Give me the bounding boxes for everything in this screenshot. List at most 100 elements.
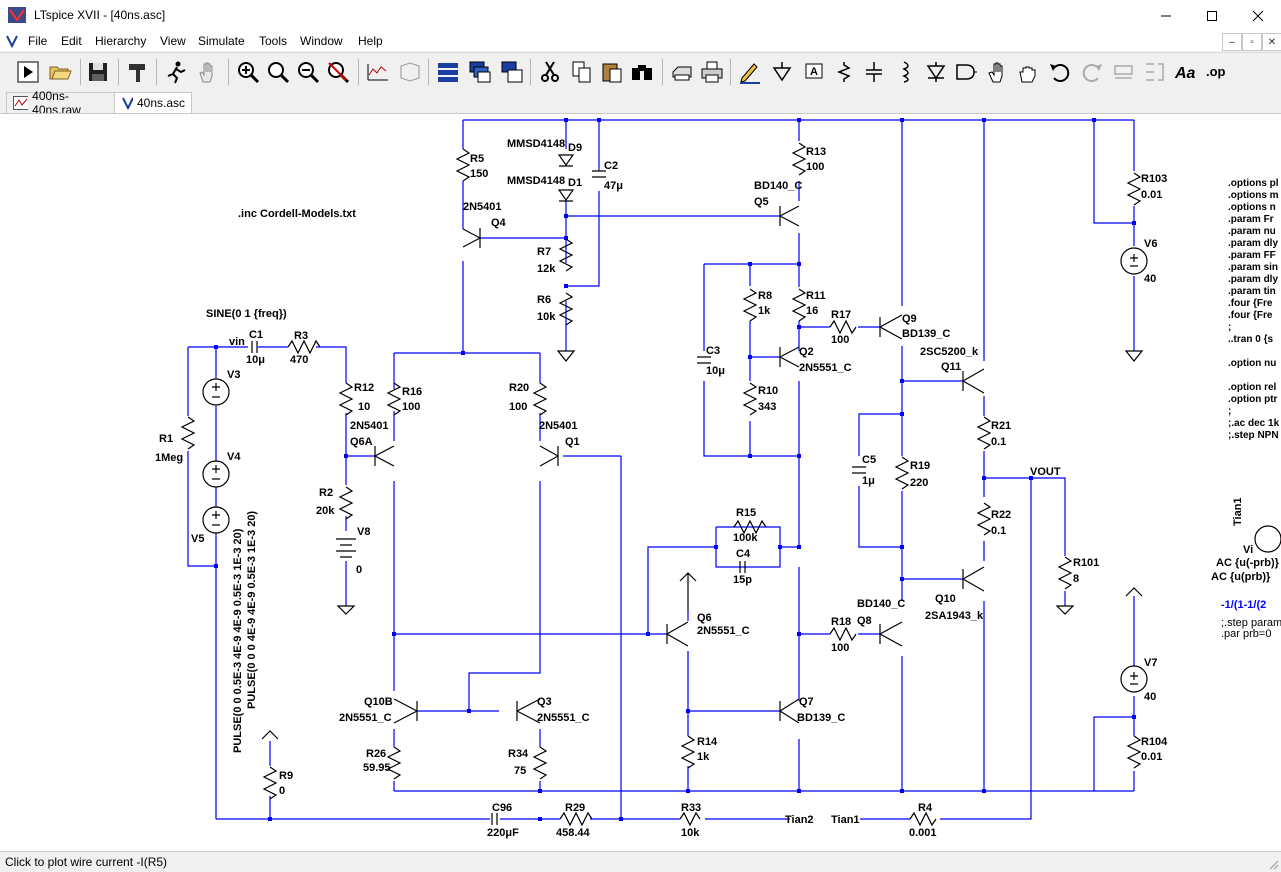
paste-button[interactable]	[598, 58, 626, 86]
pan-button[interactable]	[194, 58, 222, 86]
tab-waveform[interactable]: 400ns-40ns.raw	[6, 89, 120, 117]
label-Q8: Q8	[857, 615, 872, 627]
label-C96v: 220μF	[487, 827, 519, 839]
resize-grip-icon[interactable]	[1267, 858, 1279, 870]
resistor-R17	[829, 319, 857, 335]
open-button[interactable]	[46, 58, 74, 86]
control-panel-button[interactable]	[124, 58, 152, 86]
close-button[interactable]	[1235, 0, 1281, 31]
tile-icon	[400, 62, 420, 82]
ground-button[interactable]	[768, 58, 796, 86]
doc-restore-button[interactable]: ▫	[1242, 33, 1262, 51]
resistor-button[interactable]	[830, 58, 858, 86]
doc-minimize-button[interactable]: –	[1222, 33, 1242, 51]
label-R1: R1	[159, 433, 173, 445]
component-button[interactable]	[952, 58, 980, 86]
run-button[interactable]	[14, 58, 42, 86]
source-V6	[1120, 247, 1148, 275]
save-icon	[89, 63, 107, 81]
print-button[interactable]	[698, 58, 726, 86]
tile-horizontal-button[interactable]	[434, 58, 462, 86]
directive-15: .option nu	[1228, 358, 1276, 369]
copy-icon	[572, 61, 591, 83]
label-Q4: Q4	[491, 217, 507, 229]
tile-vertical-button[interactable]	[498, 58, 526, 86]
capacitor-C4	[739, 561, 746, 573]
menu-edit[interactable]: Edit	[61, 34, 82, 48]
label-C1: C1	[249, 329, 263, 341]
label-C4: C4	[736, 548, 751, 560]
close-icon	[1252, 10, 1264, 21]
ltspice-app-icon	[8, 7, 26, 23]
capacitor-C5	[852, 466, 866, 474]
print-preview-button[interactable]	[668, 58, 696, 86]
schematic-drawing[interactable]: R5 150 2N5401 Q4 MMSD4148 D9 MMSD4148 D1…	[0, 114, 1281, 852]
menu-window[interactable]: Window	[300, 34, 343, 48]
directive-18: .option ptr	[1228, 394, 1278, 405]
label-Q6: Q6	[697, 612, 712, 624]
components[interactable]	[180, 142, 1281, 827]
spice-directive-button[interactable]: .op	[1202, 58, 1230, 86]
zoom-fit-button[interactable]	[264, 58, 292, 86]
drag-button[interactable]	[1014, 58, 1042, 86]
save-button[interactable]	[84, 58, 112, 86]
undo-button[interactable]	[1046, 58, 1074, 86]
maximize-button[interactable]	[1189, 0, 1235, 31]
zoom-cancel-button[interactable]	[324, 58, 352, 86]
label-V4: V4	[227, 451, 241, 463]
find-button[interactable]	[628, 58, 656, 86]
tile-vertical-icon	[501, 61, 523, 83]
label-R7v: 12k	[537, 263, 556, 275]
label-Q3: Q3	[537, 696, 552, 708]
text-button[interactable]: Aa	[1172, 58, 1200, 86]
label-R1v: 1Meg	[155, 452, 183, 464]
wires[interactable]	[187, 119, 1135, 820]
menu-hierarchy[interactable]: Hierarchy	[95, 34, 147, 48]
label-net-button[interactable]: A	[800, 58, 828, 86]
menu-tools[interactable]: Tools	[259, 34, 288, 48]
spice-directives[interactable]: .options pl .options m .options n .param…	[1228, 178, 1280, 441]
move-button[interactable]	[984, 58, 1012, 86]
schematic-canvas[interactable]: R5 150 2N5401 Q4 MMSD4148 D9 MMSD4148 D1…	[0, 113, 1281, 852]
schematic-doc-icon[interactable]	[5, 34, 19, 48]
menu-view[interactable]: View	[160, 34, 186, 48]
mirror-button[interactable]	[1140, 58, 1168, 86]
menu-simulate[interactable]: Simulate	[198, 34, 245, 48]
label-Q6m: 2N5551_C	[697, 625, 750, 637]
document-tabs: 400ns-40ns.raw 40ns.asc	[0, 89, 1281, 117]
label-Q8m: BD140_C	[857, 598, 905, 610]
zoom-out-button[interactable]	[294, 58, 322, 86]
label-include: .inc Cordell-Models.txt	[238, 208, 356, 220]
label-vin: vin	[229, 336, 245, 348]
inductor-button[interactable]	[890, 58, 918, 86]
doc-close-button[interactable]: ✕	[1262, 33, 1281, 51]
zoom-in-button[interactable]	[234, 58, 262, 86]
draw-wire-button[interactable]	[736, 58, 764, 86]
waveform-button[interactable]	[364, 58, 392, 86]
capacitor-button[interactable]	[860, 58, 888, 86]
copy-button[interactable]	[568, 58, 596, 86]
diode-button[interactable]	[922, 58, 950, 86]
menu-help[interactable]: Help	[358, 34, 383, 48]
halt-button[interactable]	[162, 58, 190, 86]
tile-button[interactable]	[396, 58, 424, 86]
label-R12: R12	[354, 382, 374, 394]
label-R19: R19	[910, 460, 930, 472]
running-man-icon	[167, 61, 186, 84]
cut-button[interactable]	[536, 58, 564, 86]
rotate-button[interactable]	[1110, 58, 1138, 86]
redo-button[interactable]	[1078, 58, 1106, 86]
minimize-button[interactable]	[1143, 0, 1189, 31]
resistor-R18	[829, 626, 857, 642]
source-Vi	[1254, 525, 1281, 553]
ground-2	[1124, 350, 1144, 362]
label-R21: R21	[991, 420, 1011, 432]
menu-file[interactable]: File	[28, 34, 48, 48]
tab-schematic[interactable]: 40ns.asc	[114, 92, 192, 113]
label-R103v: 0.01	[1141, 189, 1162, 201]
resistor-R103	[1126, 172, 1142, 206]
waveform-icon	[367, 64, 388, 81]
label-R22v: 0.1	[991, 525, 1006, 537]
cascade-button[interactable]	[466, 58, 494, 86]
label-R101v: 8	[1073, 573, 1079, 585]
